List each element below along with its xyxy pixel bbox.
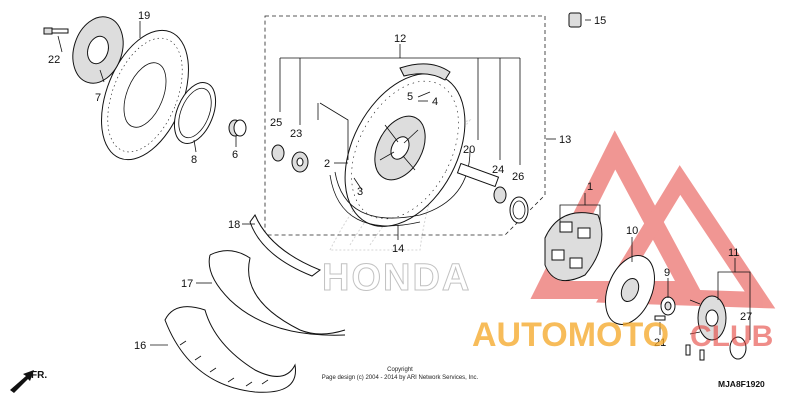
part-label-19: 19	[138, 10, 150, 22]
wheel-assembly-outline	[264, 15, 546, 236]
watermark-text-a: AUTOMOTO	[472, 316, 669, 354]
leader-lines	[57, 19, 751, 346]
bolt-21	[654, 315, 666, 321]
sprocket-hub-11	[689, 295, 727, 341]
part-label-4: 4	[432, 96, 438, 108]
rim-flap-18	[249, 213, 322, 277]
honda-wordmark: HONDA	[322, 257, 471, 299]
part-label-18: 18	[228, 219, 240, 231]
axle-spacer-20	[456, 162, 500, 188]
tube-band	[399, 63, 451, 81]
front-direction-label: FR.	[31, 370, 47, 381]
damper-ring	[173, 82, 217, 144]
bearing-25	[271, 144, 285, 162]
part-label-8: 8	[191, 154, 197, 166]
part-label-17: 17	[181, 278, 193, 290]
part-label-5: 5	[407, 91, 413, 103]
part-label-27: 27	[740, 311, 752, 323]
part-label-12: 12	[394, 33, 406, 45]
watermark-triangle-right	[596, 165, 776, 309]
oring-27	[729, 336, 747, 360]
front-direction-marker: FR.	[10, 370, 47, 393]
copyright-notice: Page design (c) 2004 - 2014 by ARI Netwo…	[322, 375, 479, 381]
part-label-20: 20	[463, 144, 475, 156]
bolt-22	[43, 27, 69, 35]
driven-flange-10	[605, 255, 655, 325]
part-label-15: 15	[594, 15, 606, 27]
watermark-text-b: CLUB	[690, 320, 773, 353]
part-label-7: 7	[95, 92, 101, 104]
part-label-11: 11	[728, 247, 739, 259]
part-label-24: 24	[492, 164, 504, 176]
part-label-6: 6	[232, 149, 238, 161]
part-label-14: 14	[392, 243, 404, 255]
part-label-2: 2	[324, 158, 330, 170]
part-label-16: 16	[134, 340, 146, 352]
rear-wheel	[344, 73, 466, 227]
part-label-9: 9	[664, 267, 670, 279]
rim-tape	[329, 174, 421, 227]
rim-band	[334, 149, 471, 219]
part-label-1: 1	[587, 181, 593, 193]
diagram-code: MJA8F1920	[718, 379, 765, 389]
inner-tube-17	[209, 250, 346, 335]
part-label-23: 23	[290, 128, 302, 140]
bearing-24	[493, 186, 507, 204]
disc-carrier	[72, 16, 124, 84]
part-label-3: 3	[357, 186, 363, 198]
collar-6	[228, 119, 247, 137]
part-label-21: 21	[654, 337, 666, 349]
part-label-13: 13	[559, 134, 571, 146]
part-labels: 1 2 3 4 5 6 7 8 9 10 11 12 13 14 15 16 1…	[48, 10, 752, 352]
part-label-25: 25	[270, 117, 282, 129]
tire-16	[164, 306, 296, 393]
damper-rubbers-1	[544, 212, 603, 282]
watermark-text: AUTOMOTO CLUB	[472, 316, 773, 354]
part-label-22: 22	[48, 54, 60, 66]
part-label-26: 26	[512, 171, 524, 183]
front-arrow-icon	[10, 370, 34, 393]
copyright-title: Copyright	[387, 367, 413, 373]
nut-15	[568, 12, 582, 28]
part-label-10: 10	[626, 225, 638, 237]
